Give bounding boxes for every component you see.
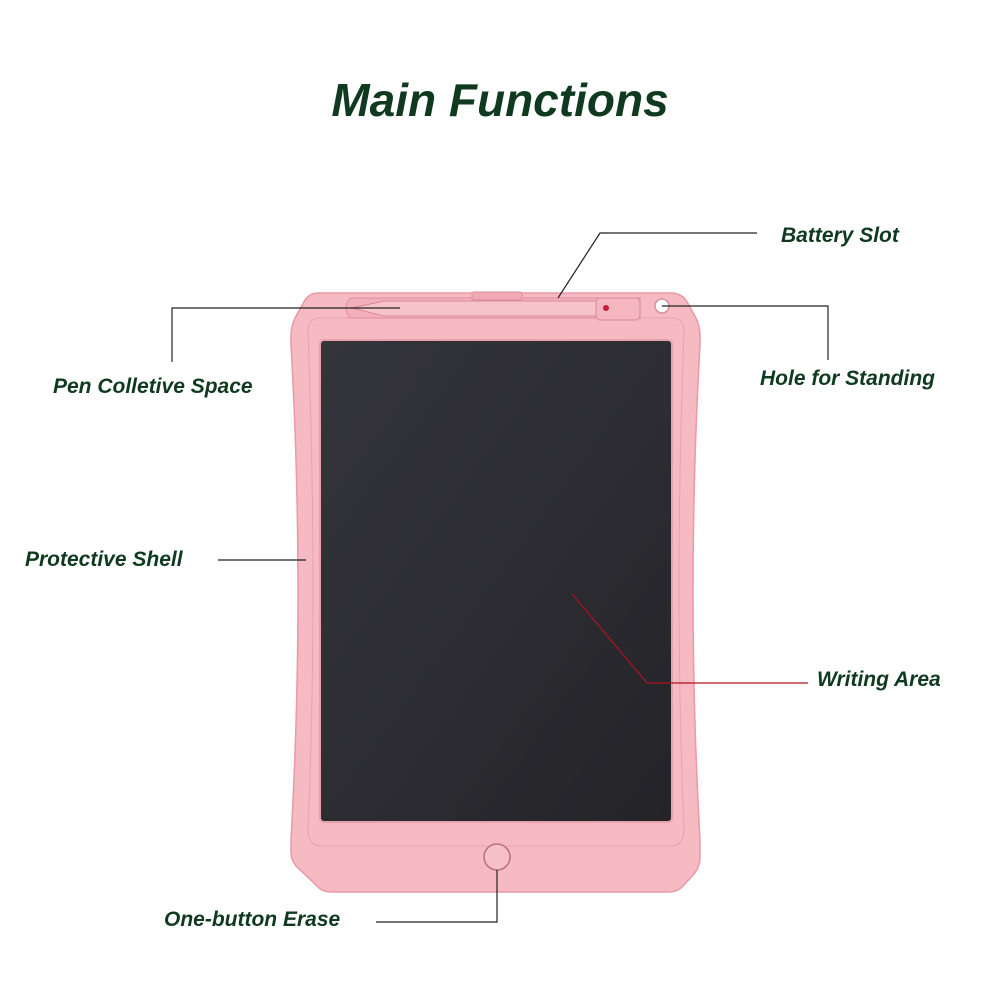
label-hole-standing: Hole for Standing xyxy=(760,367,935,390)
leader-battery-slot xyxy=(557,232,757,299)
label-protective-shell: Protective Shell xyxy=(25,548,183,571)
label-battery-slot: Battery Slot xyxy=(781,224,899,247)
shell-inner-bevel xyxy=(307,317,685,847)
pen-clip-dot xyxy=(603,305,609,311)
leader-pen-space xyxy=(171,307,400,362)
leader-writing-area xyxy=(571,593,808,684)
erase-button[interactable] xyxy=(483,843,511,871)
label-erase-button: One-button Erase xyxy=(164,908,341,931)
label-pen-space: Pen Colletive Space xyxy=(53,375,253,398)
battery-slot xyxy=(471,291,523,301)
leader-erase-button xyxy=(376,870,498,923)
leader-hole-standing xyxy=(662,305,829,360)
screen-frame xyxy=(319,339,673,823)
writing-screen xyxy=(320,340,672,822)
pen-cap xyxy=(595,297,641,321)
label-writing-area: Writing Area xyxy=(817,668,941,691)
page-title: Main Functions xyxy=(331,74,669,126)
